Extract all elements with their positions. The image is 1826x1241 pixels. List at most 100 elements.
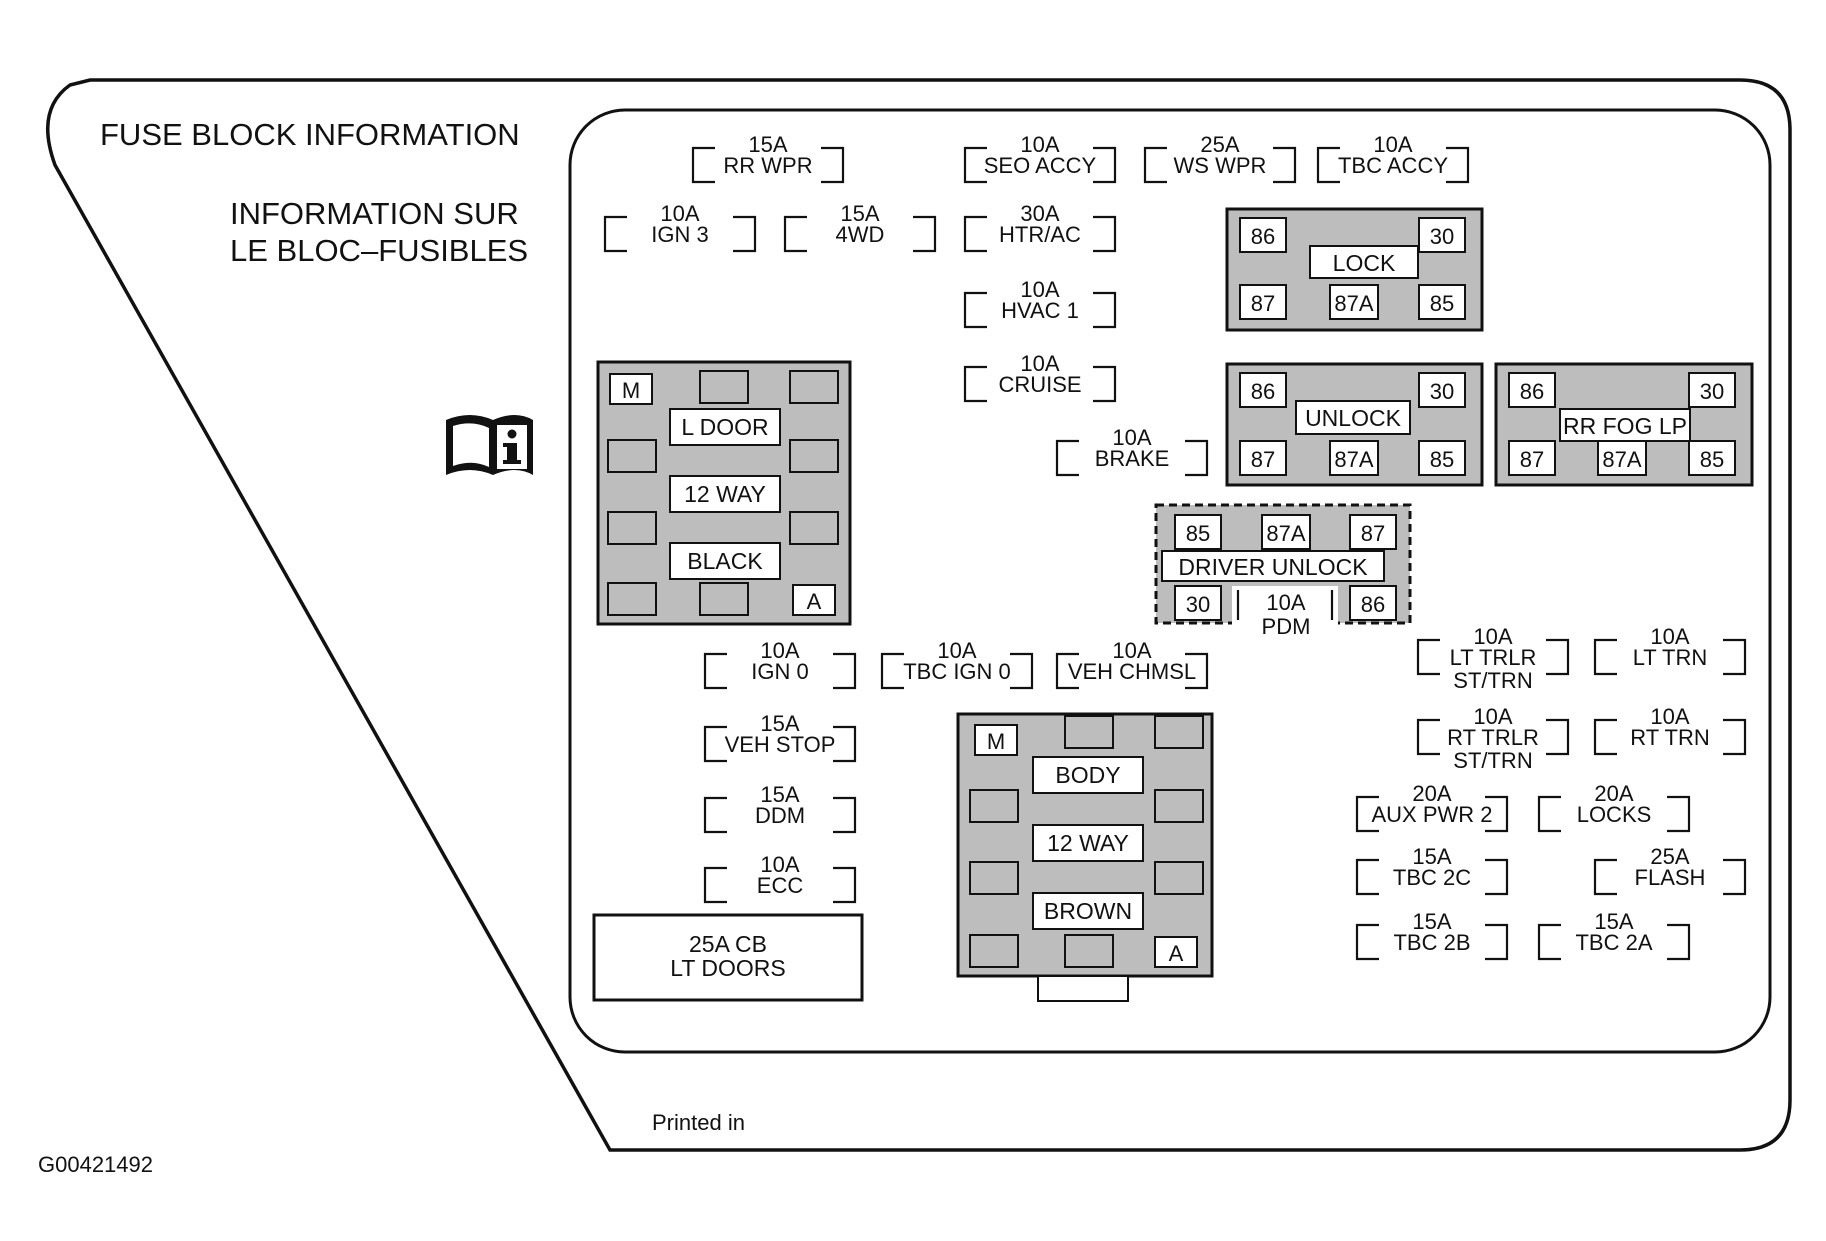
fuse-label: LT TRLR	[1450, 645, 1537, 670]
fuse-amp: 10A	[1112, 638, 1151, 663]
title-en: FUSE BLOCK INFORMATION	[100, 117, 520, 152]
fuse-label: CRUISE	[998, 372, 1081, 397]
fuse-amp: 15A	[840, 201, 879, 226]
fuse-amp: 10A	[1020, 132, 1059, 157]
fuse-outline	[963, 146, 1117, 184]
fuse-label: 4WD	[836, 222, 885, 247]
relay-pin: 86	[1251, 379, 1275, 404]
fuse-amp: 15A	[1594, 909, 1633, 934]
fuse-outline	[1055, 439, 1209, 477]
fuse-amp: 10A	[1650, 624, 1689, 649]
relay-pin: 87A	[1334, 291, 1373, 316]
fuse-outline	[963, 365, 1117, 403]
cb-label: LT DOORS	[670, 955, 785, 981]
connector-line-1: BODY	[1055, 762, 1120, 788]
fuse-amp: 25A	[1200, 132, 1239, 157]
fuse-outline	[603, 215, 757, 253]
fuse-outline	[1537, 795, 1691, 833]
fuse-amp: 30A	[1020, 201, 1059, 226]
relay-pin: 86	[1520, 379, 1544, 404]
fuse-amp: 15A	[1412, 844, 1451, 869]
fuse-amp: 10A	[1473, 624, 1512, 649]
fuse-outline	[1316, 146, 1470, 184]
fuse-amp: 10A	[760, 638, 799, 663]
connector-pin-m: M	[622, 378, 640, 403]
fuse-amp: 10A	[1020, 277, 1059, 302]
fuse-outline	[703, 796, 857, 834]
fuse-label: TBC 2C	[1393, 865, 1471, 890]
relay-lock: 86 30 LOCK 87 87A 85	[1225, 207, 1484, 332]
relay-pin: 30	[1700, 379, 1724, 404]
relay-name: UNLOCK	[1305, 405, 1402, 431]
fuse-outline	[1416, 718, 1570, 756]
fuse-label: VEH CHMSL	[1068, 659, 1196, 684]
fuse-outline	[703, 725, 857, 763]
fuse-amp: 10A	[660, 201, 699, 226]
fuse-amp: 15A	[1412, 909, 1451, 934]
relay-rr-fog-lp: 86 30 RR FOG LP 87 87A 85	[1494, 362, 1754, 487]
relay-pin: 87A	[1266, 521, 1305, 546]
fuse-amp: 10A	[1650, 704, 1689, 729]
fuse-label: RT TRLR	[1447, 725, 1539, 750]
relay-name: DRIVER UNLOCK	[1178, 554, 1368, 580]
fuse-amp: 10A	[1112, 425, 1151, 450]
fuse-label: TBC IGN 0	[903, 659, 1011, 684]
relay-pin: 85	[1186, 521, 1210, 546]
fuse-label: WS WPR	[1174, 153, 1267, 178]
fuse-outline	[1355, 858, 1509, 896]
relay-pin: 86	[1361, 592, 1385, 617]
relay-unlock: 86 30 UNLOCK 87 87A 85	[1225, 362, 1484, 487]
fuse-outline	[880, 652, 1034, 690]
figure-id: G00421492	[38, 1152, 153, 1177]
connector-line-2: 12 WAY	[1047, 830, 1129, 856]
fuse-label: VEH STOP	[725, 732, 836, 757]
fuse-label: FLASH	[1635, 865, 1706, 890]
connector-line-2: 12 WAY	[684, 481, 766, 507]
fuse-label: HVAC 1	[1001, 298, 1079, 323]
pdm-amp: 10A	[1266, 590, 1305, 615]
printed-in: Printed in	[652, 1110, 745, 1135]
connector-pin-m: M	[987, 729, 1005, 754]
fuse-outline	[1355, 923, 1509, 961]
relay-pin: 87A	[1602, 447, 1641, 472]
fuse-label: RT TRN	[1630, 725, 1709, 750]
fuse-outline	[963, 291, 1117, 329]
relay-pin: 85	[1430, 447, 1454, 472]
fuse-amp: 10A	[1473, 704, 1512, 729]
connector-pin-a: A	[1169, 941, 1184, 966]
relay-pin: 87	[1520, 447, 1544, 472]
relay-pin: 30	[1430, 224, 1454, 249]
fuse-amp: 20A	[1412, 781, 1451, 806]
fuse-amp: 15A	[760, 711, 799, 736]
fuse-amp: 10A	[937, 638, 976, 663]
fuse-outline	[1593, 858, 1747, 896]
book-info-icon	[446, 415, 533, 475]
relay-pin: 87	[1361, 521, 1385, 546]
label-outline	[46, 78, 1792, 1152]
fuse-label: IGN 0	[751, 659, 808, 684]
fuse-label: SEO ACCY	[984, 153, 1097, 178]
fuse-amp: 15A	[748, 132, 787, 157]
fuse-amp: 10A	[760, 852, 799, 877]
fuse-label: TBC 2A	[1575, 930, 1652, 955]
fuse-outline	[1143, 146, 1297, 184]
relay-pin: 30	[1430, 379, 1454, 404]
fuse-label: LOCKS	[1577, 802, 1652, 827]
fuse-label: IGN 3	[651, 222, 708, 247]
relay-pin: 85	[1430, 291, 1454, 316]
